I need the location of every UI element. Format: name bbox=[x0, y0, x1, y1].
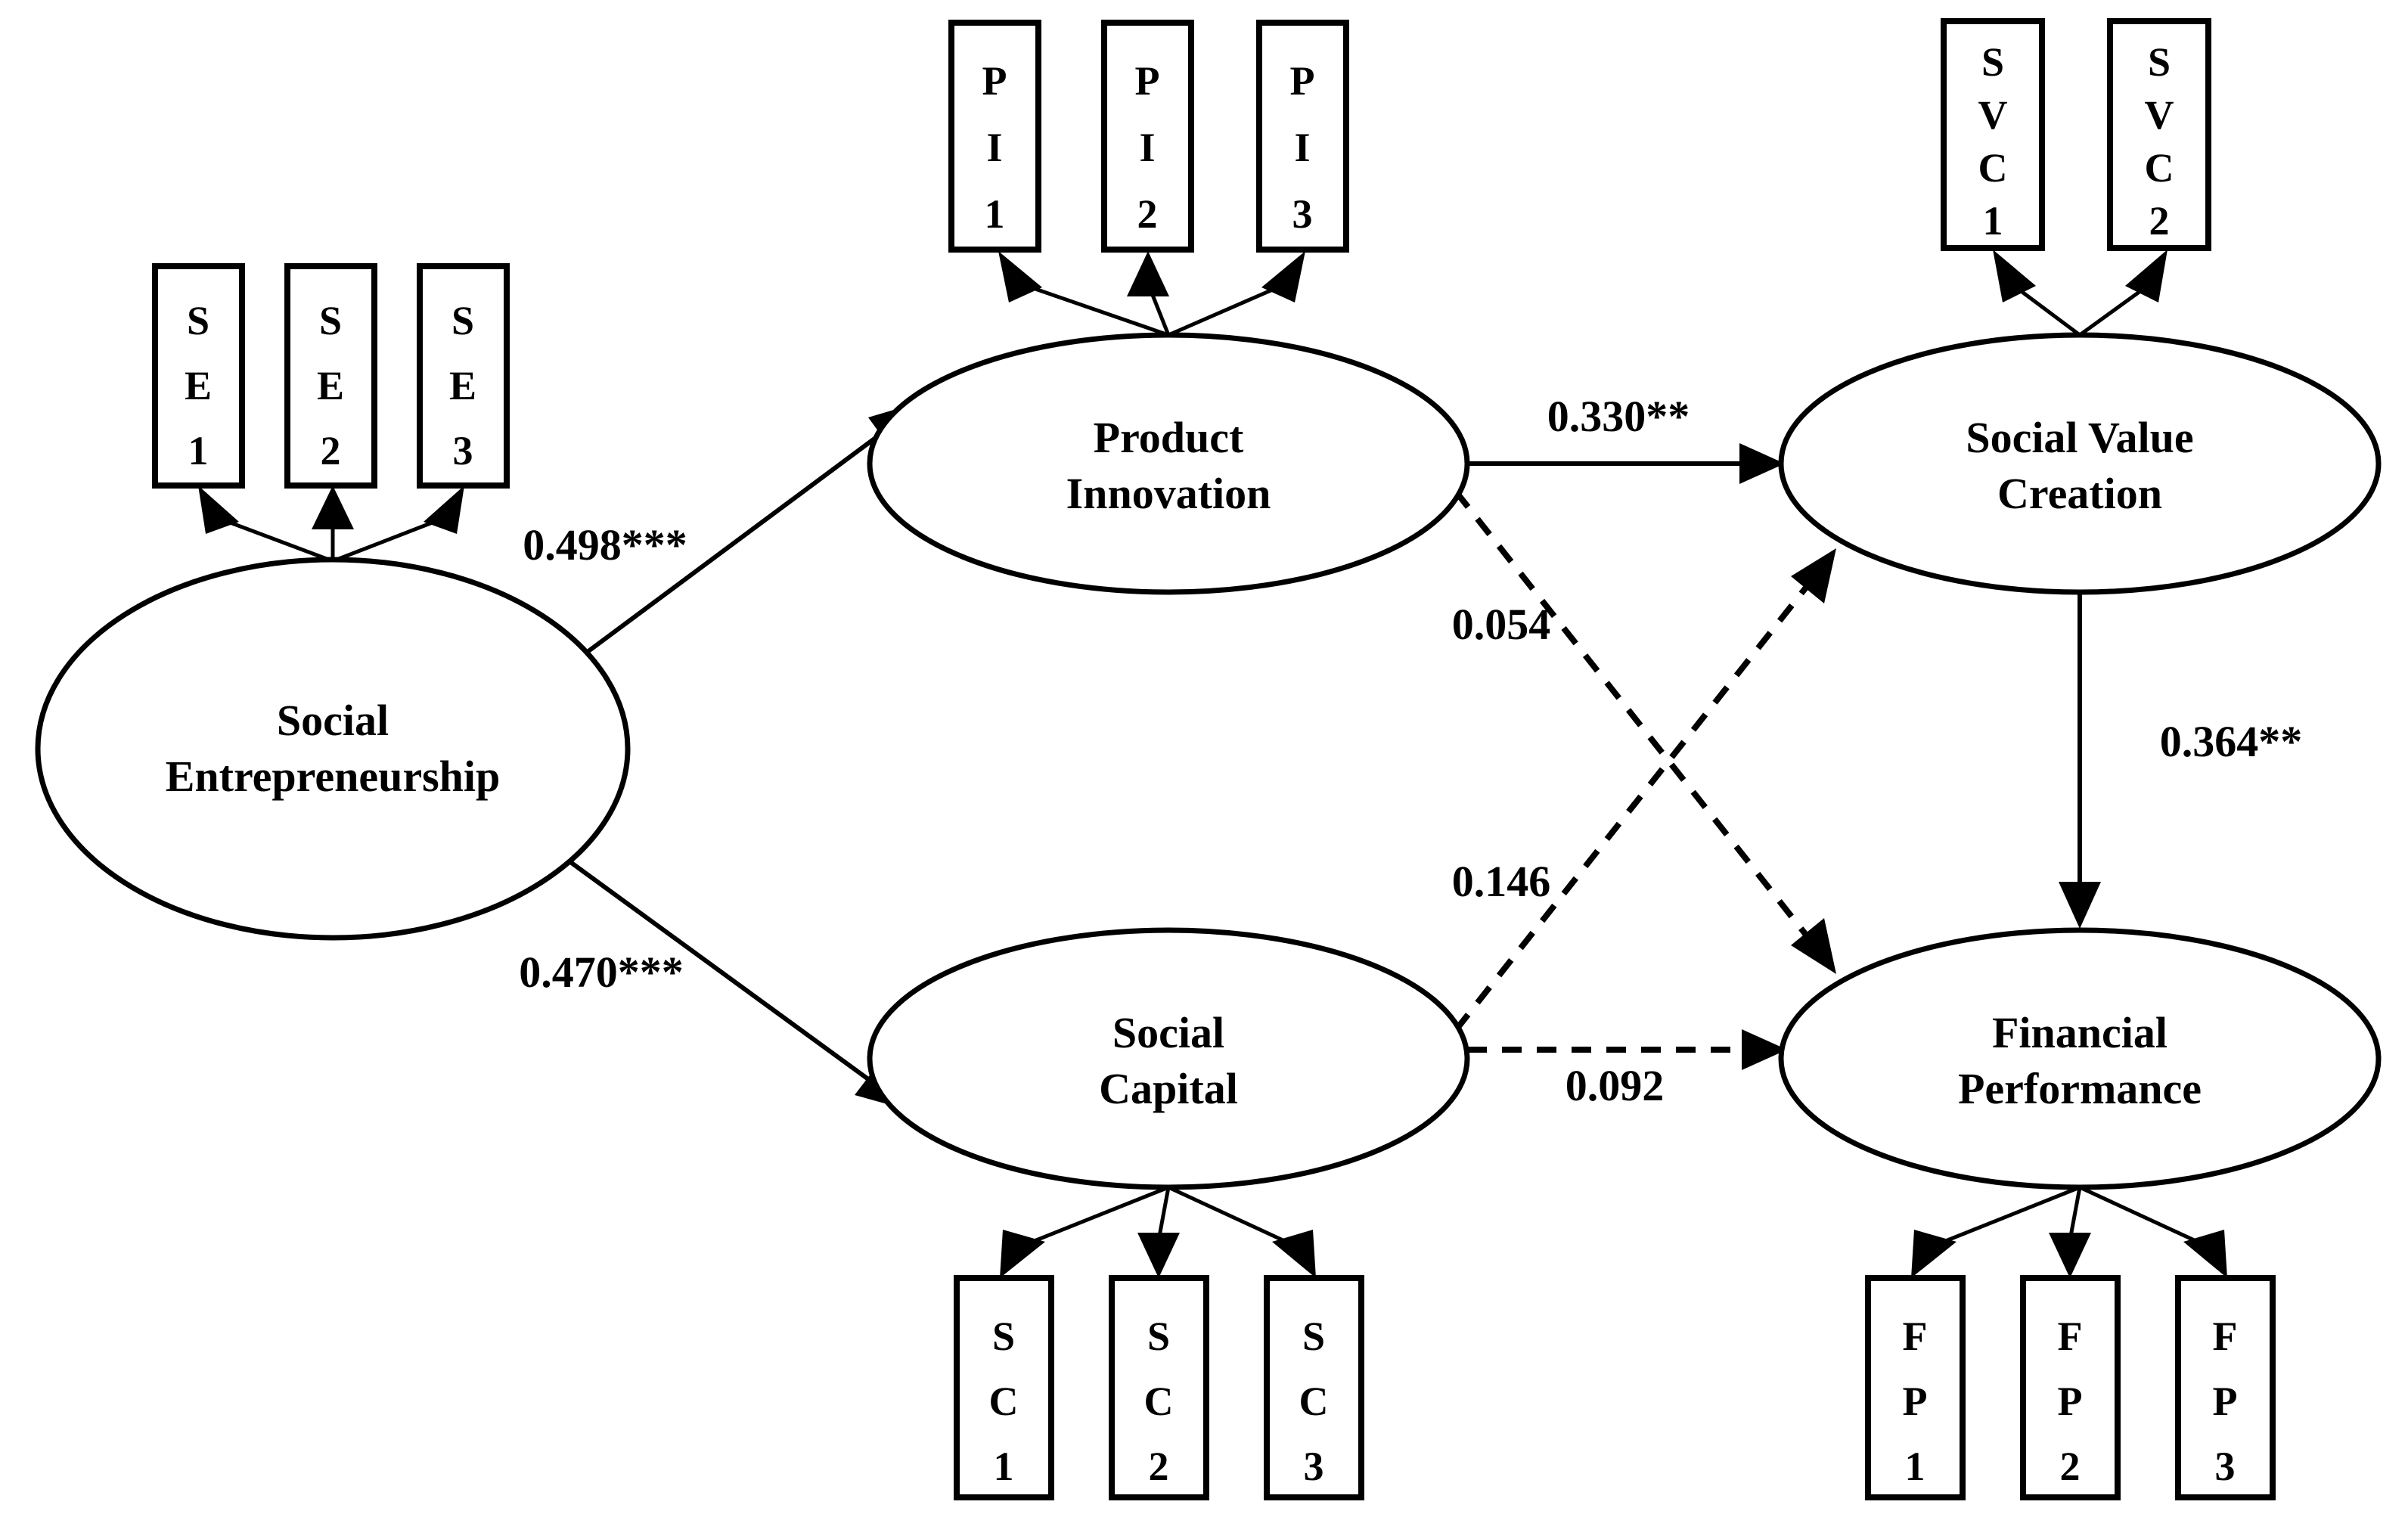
indicator-box-sc1[interactable]: S C 1 bbox=[954, 1275, 1054, 1500]
indicator-char: 2 bbox=[1137, 191, 1158, 237]
indicator-box-svc2[interactable]: S V C 2 bbox=[2107, 18, 2211, 251]
indicator-char: P bbox=[1135, 58, 1160, 104]
indicator-char: 1 bbox=[188, 428, 209, 473]
indicator-char: F bbox=[2058, 1314, 2083, 1359]
path-pi-to-svc bbox=[1467, 443, 1785, 484]
indicator-char: 2 bbox=[321, 428, 341, 473]
path-sc-to-svc bbox=[1453, 548, 1836, 1032]
indicator-char: P bbox=[2058, 1379, 2083, 1424]
indicator-char: 3 bbox=[453, 428, 473, 473]
indicator-char: F bbox=[1903, 1314, 1928, 1359]
indicator-char: C bbox=[1299, 1379, 1329, 1424]
indicator-char: C bbox=[989, 1379, 1019, 1424]
indicator-char: 2 bbox=[2149, 198, 2170, 244]
indicator-char: 2 bbox=[2060, 1444, 2081, 1489]
latent-label-line1: Social bbox=[1112, 1008, 1224, 1057]
latent-node-product-innovation[interactable]: Product Innovation bbox=[867, 332, 1470, 595]
indicator-char: 2 bbox=[1149, 1444, 1169, 1489]
path-svc-to-fp bbox=[2059, 594, 2101, 929]
measurement-arrows-se bbox=[198, 486, 464, 563]
indicator-char: 3 bbox=[1292, 191, 1313, 237]
indicator-box-fp1[interactable]: F P 1 bbox=[1865, 1275, 1966, 1500]
indicator-box-sc2[interactable]: S C 2 bbox=[1109, 1275, 1209, 1500]
indicator-box-pi1[interactable]: P I 1 bbox=[948, 20, 1041, 253]
indicator-char: I bbox=[986, 125, 1002, 170]
indicator-char: 3 bbox=[1304, 1444, 1324, 1489]
indicator-char: V bbox=[2145, 92, 2174, 138]
latent-node-social-entrepreneurship[interactable]: Social Entrepreneurship bbox=[35, 557, 631, 941]
indicator-char: C bbox=[1144, 1379, 1174, 1424]
indicator-char: S bbox=[452, 298, 474, 343]
latent-label-line1: Financial bbox=[1992, 1008, 2168, 1057]
indicator-box-fp2[interactable]: F P 2 bbox=[2020, 1275, 2121, 1500]
indicator-char: S bbox=[2148, 39, 2171, 85]
indicator-char: P bbox=[1290, 58, 1315, 104]
indicator-char: V bbox=[1978, 92, 2008, 138]
latent-label-line1: Social bbox=[277, 696, 389, 745]
indicator-char: S bbox=[1302, 1314, 1325, 1359]
measurement-arrows-pi bbox=[998, 251, 1305, 337]
path-coefficient-pi-svc: 0.330** bbox=[1547, 392, 1690, 441]
latent-label-line1: Product bbox=[1094, 413, 1244, 462]
path-sc-to-fp bbox=[1467, 1029, 1787, 1070]
latent-label-line2: Capital bbox=[1099, 1064, 1238, 1113]
indicator-char: S bbox=[1981, 39, 2004, 85]
indicator-char: 1 bbox=[985, 191, 1005, 237]
indicator-box-se1[interactable]: S E 1 bbox=[152, 263, 245, 489]
path-coefficient-se-sc: 0.470*** bbox=[519, 948, 684, 997]
latent-label-line1: Social Value bbox=[1966, 413, 2193, 462]
indicator-box-fp3[interactable]: F P 3 bbox=[2175, 1275, 2276, 1500]
indicator-box-svc1[interactable]: S V C 1 bbox=[1941, 18, 2045, 251]
latent-label-line2: Performance bbox=[1958, 1064, 2202, 1113]
indicator-char: C bbox=[2145, 145, 2174, 191]
latent-node-social-capital[interactable]: Social Capital bbox=[867, 927, 1470, 1190]
measurement-arrows-sc bbox=[1000, 1185, 1316, 1278]
latent-label-line2: Creation bbox=[1997, 469, 2162, 518]
indicator-box-pi3[interactable]: P I 3 bbox=[1256, 20, 1349, 253]
path-coefficient-se-pi: 0.498*** bbox=[523, 520, 687, 569]
latent-label-line2: Entrepreneurship bbox=[166, 752, 501, 801]
indicator-box-se2[interactable]: S E 2 bbox=[284, 263, 377, 489]
indicator-char: S bbox=[992, 1314, 1015, 1359]
measurement-arrows-fp bbox=[1911, 1185, 2227, 1278]
indicator-char: I bbox=[1139, 125, 1155, 170]
indicator-char: 1 bbox=[1905, 1444, 1925, 1489]
path-pi-to-fp bbox=[1453, 489, 1836, 974]
path-coefficient-svc-fp: 0.364** bbox=[2160, 717, 2303, 766]
indicator-box-sc3[interactable]: S C 3 bbox=[1264, 1275, 1364, 1500]
indicator-box-se3[interactable]: S E 3 bbox=[417, 263, 510, 489]
path-coefficient-sc-svc: 0.146 bbox=[1452, 857, 1551, 906]
indicator-char: 1 bbox=[1983, 198, 2003, 244]
indicator-char: E bbox=[449, 363, 476, 408]
latent-node-financial-performance[interactable]: Financial Performance bbox=[1778, 927, 2382, 1190]
indicator-char: S bbox=[1147, 1314, 1170, 1359]
indicator-char: S bbox=[319, 298, 342, 343]
measurement-arrows-svc bbox=[1993, 250, 2168, 337]
indicator-char: F bbox=[2213, 1314, 2238, 1359]
latent-node-social-value-creation[interactable]: Social Value Creation bbox=[1778, 332, 2382, 595]
indicator-char: P bbox=[982, 58, 1007, 104]
indicator-char: P bbox=[1903, 1379, 1928, 1424]
indicator-char: 1 bbox=[994, 1444, 1014, 1489]
path-coefficient-sc-fp: 0.092 bbox=[1566, 1061, 1665, 1110]
indicator-char: I bbox=[1294, 125, 1310, 170]
indicator-char: C bbox=[1978, 145, 2008, 191]
indicator-box-pi2[interactable]: P I 2 bbox=[1101, 20, 1194, 253]
indicator-char: S bbox=[187, 298, 209, 343]
latent-label-line2: Innovation bbox=[1066, 469, 1271, 518]
indicator-char: E bbox=[317, 363, 344, 408]
path-coefficient-pi-fp: 0.054 bbox=[1452, 600, 1551, 649]
indicator-char: P bbox=[2213, 1379, 2238, 1424]
indicator-char: 3 bbox=[2215, 1444, 2236, 1489]
indicator-char: E bbox=[185, 363, 212, 408]
